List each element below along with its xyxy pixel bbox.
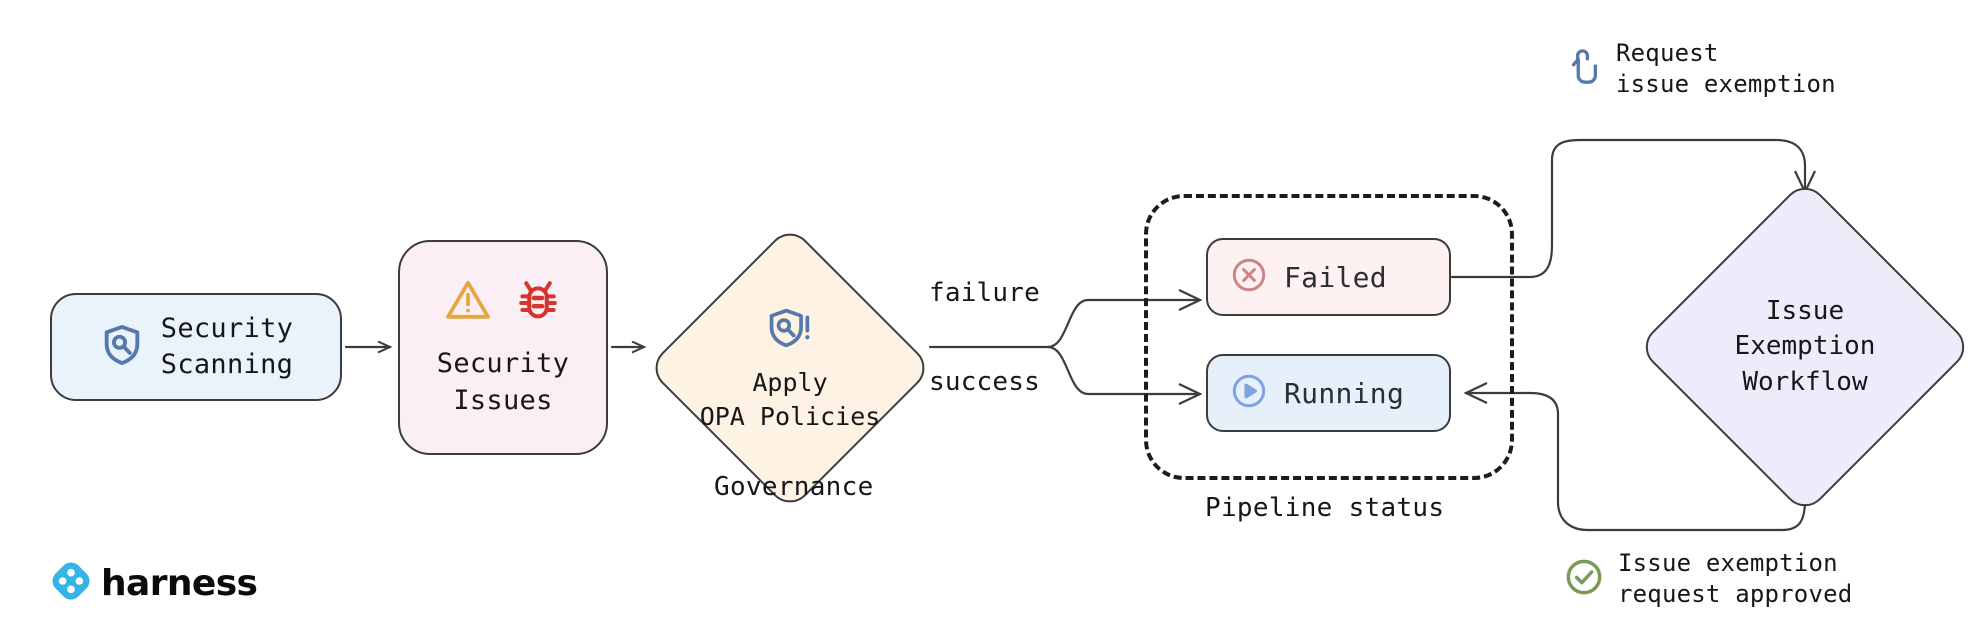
edge-label-failure: failure [929,278,1040,308]
node-security-issues-label: Security Issues [436,348,570,416]
harness-logo-icon [52,562,90,604]
node-apply-opa-policies[interactable]: Apply OPA Policies [646,224,934,512]
node-security-scanning-label: Security Scanning [160,312,294,380]
brand-wordmark: harness [101,562,258,604]
check-circle-icon [1564,557,1604,601]
node-exemption-workflow-label: Issue Exemption Workflow [1734,295,1876,397]
node-status-failed[interactable]: Failed [1206,238,1451,316]
node-status-failed-label: Failed [1284,260,1387,294]
node-security-issues[interactable]: Security Issues [398,240,608,455]
annotation-request-exemption-line2: issue exemption [1616,70,1836,99]
node-status-running-label: Running [1284,376,1405,410]
annotation-request-approved-line2: request approved [1618,580,1853,609]
x-circle-icon [1230,256,1268,298]
annotation-issue-exemption-approved: Issue exemption request approved [1564,548,1852,610]
node-governance-label: Apply OPA Policies [699,367,881,431]
warning-triangle-icon [444,276,492,328]
security-issues-icon-row [444,276,562,328]
caption-governance: Governance [714,472,874,502]
brand-logo: harness [52,562,258,604]
edge-label-success: success [929,367,1040,397]
shield-search-icon [99,319,145,375]
tap-hand-icon [1564,46,1602,92]
annotation-request-approved-text: Issue exemption request approved [1618,548,1852,610]
node-security-scanning[interactable]: Security Scanning [50,293,342,401]
annotation-request-exemption-line1: Request [1616,39,1719,67]
shield-alert-icon [766,303,814,357]
pipeline-status-group [1144,194,1514,480]
annotation-request-exemption-text: Request issue exemption [1616,38,1836,100]
exemption-workflow-content: Issue Exemption Workflow [1735,294,1876,400]
caption-pipeline-status: Pipeline status [1205,493,1445,523]
node-issue-exemption-workflow[interactable]: Issue Exemption Workflow [1636,178,1974,516]
annotation-request-issue-exemption: Request issue exemption [1564,38,1836,100]
governance-content: Apply OPA Policies [699,303,881,434]
play-circle-icon [1230,372,1268,414]
annotation-request-approved-line1: Issue exemption [1618,549,1838,577]
node-status-running[interactable]: Running [1206,354,1451,432]
bug-icon [514,276,562,328]
